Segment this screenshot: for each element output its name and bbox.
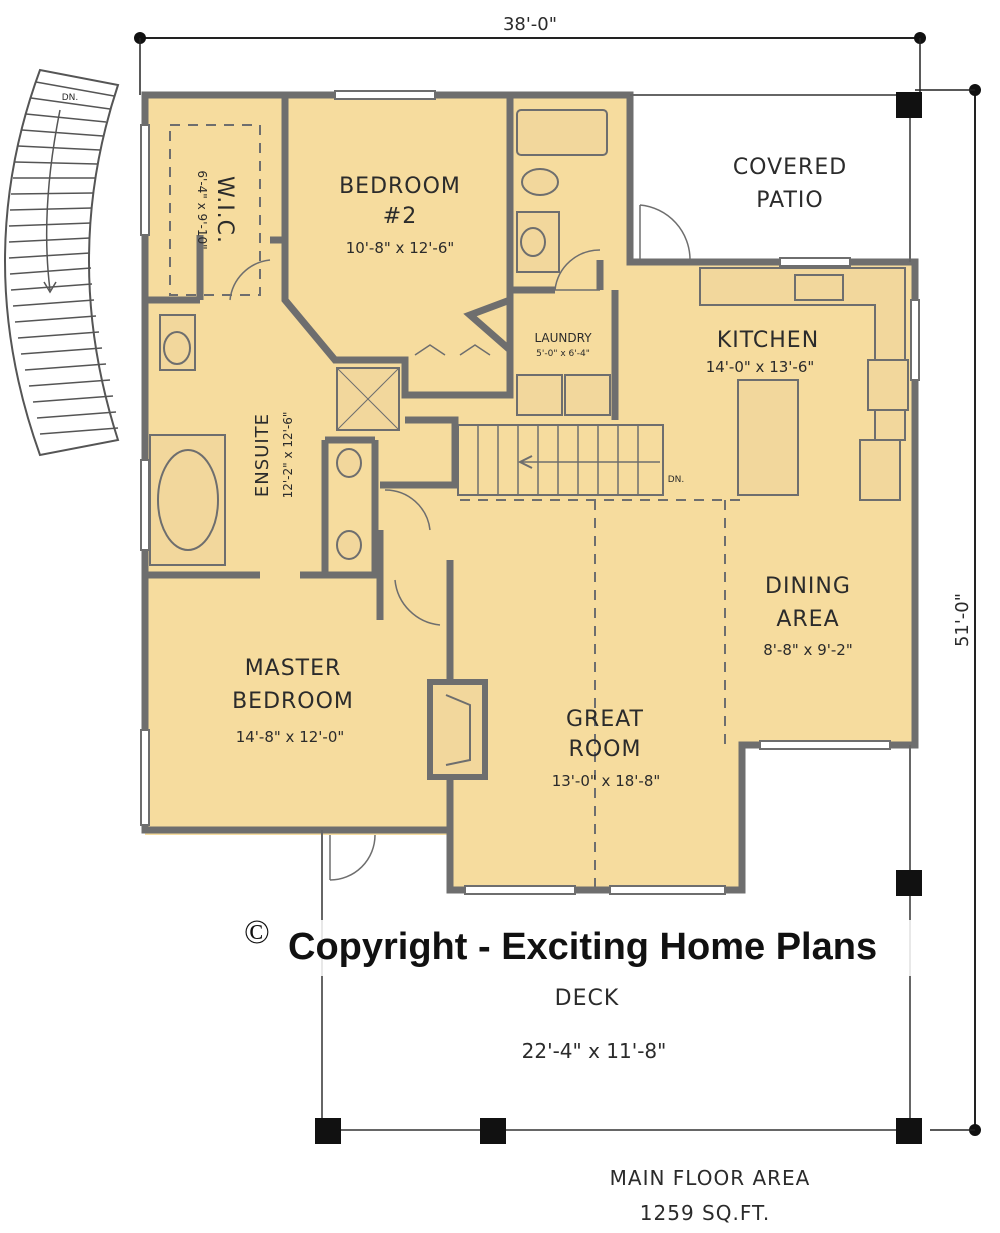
exterior-stair-label: DN.	[62, 93, 79, 103]
bedroom2-number: #2	[383, 204, 417, 229]
post-icon	[896, 1118, 922, 1144]
fridge-icon	[859, 439, 901, 501]
toilet-icon	[521, 168, 559, 196]
interior-stair-label: DN.	[668, 475, 685, 485]
range-icon	[867, 359, 909, 411]
wic-size: 6'-4" x 9'-10"	[195, 170, 209, 249]
interior-stair: DN.	[457, 424, 685, 496]
laundry-size: 5'-0" x 6'-4"	[536, 349, 590, 359]
fireplace-icon	[427, 679, 488, 780]
sink-icon	[336, 448, 362, 478]
sink-icon	[794, 274, 844, 301]
deck-size: 22'-4" x 11'-8"	[522, 1039, 667, 1063]
kitchen-size: 14'-0" x 13'-6"	[706, 358, 815, 376]
post-icon	[315, 1118, 341, 1144]
fixtures	[149, 109, 611, 566]
floor-area-value: 1259 SQ.FT.	[640, 1201, 770, 1225]
patio-outline	[630, 92, 922, 262]
master-size: 14'-8" x 12'-0"	[236, 728, 345, 746]
post-icon	[896, 870, 922, 896]
bathtub-icon	[516, 109, 608, 156]
covered-patio-name: COVERED	[733, 155, 847, 180]
wic-shelving	[169, 124, 261, 296]
sink-icon	[336, 530, 362, 560]
dining-name-2: AREA	[776, 607, 839, 632]
windows	[140, 90, 920, 895]
bedroom2-name: BEDROOM	[339, 174, 461, 199]
post-icon	[896, 92, 922, 118]
doors	[229, 204, 691, 881]
depth-label: 51'-0"	[952, 593, 973, 647]
great-room-name-2: ROOM	[569, 737, 642, 762]
copyright-text: Copyright - Exciting Home Plans	[288, 926, 878, 968]
great-room-name: GREAT	[566, 707, 644, 732]
width-label: 38'-0"	[503, 14, 557, 35]
floor-area-title: MAIN FLOOR AREA	[610, 1166, 811, 1190]
exterior-stair: DN.	[4, 68, 120, 457]
depth-dimension: 51'-0"	[915, 84, 981, 1136]
dining-name: DINING	[765, 574, 851, 599]
covered-patio-name-2: PATIO	[756, 188, 823, 213]
deck-name: DECK	[555, 986, 620, 1011]
ensuite-label: ENSUITE 12'-2" x 12'-6"	[252, 412, 295, 499]
laundry-name: LAUNDRY	[534, 331, 592, 345]
copyright-watermark: © Copyright - Exciting Home Plans	[238, 914, 928, 976]
ensuite-name: ENSUITE	[252, 413, 273, 497]
dryer-icon	[564, 374, 611, 416]
ensuite-size: 12'-2" x 12'-6"	[281, 412, 295, 499]
dining-size: 8'-8" x 9'-2"	[763, 641, 852, 659]
width-dimension: 38'-0"	[134, 14, 926, 95]
island-icon	[737, 379, 799, 496]
washer-icon	[516, 374, 563, 416]
bedroom2-size: 10'-8" x 12'-6"	[346, 239, 455, 257]
master-name-2: BEDROOM	[232, 689, 354, 714]
kitchen-fixtures	[699, 267, 909, 501]
copyright-symbol: ©	[244, 914, 270, 951]
post-icon	[480, 1118, 506, 1144]
kitchen-name: KITCHEN	[717, 328, 819, 353]
master-name: MASTER	[245, 656, 342, 681]
wic-label: W.I.C. 6'-4" x 9'-10"	[195, 170, 237, 249]
great-room-size: 13'-0" x 18'-8"	[552, 772, 661, 790]
room-dividers	[405, 394, 740, 890]
wic-name: W.I.C.	[212, 176, 237, 244]
